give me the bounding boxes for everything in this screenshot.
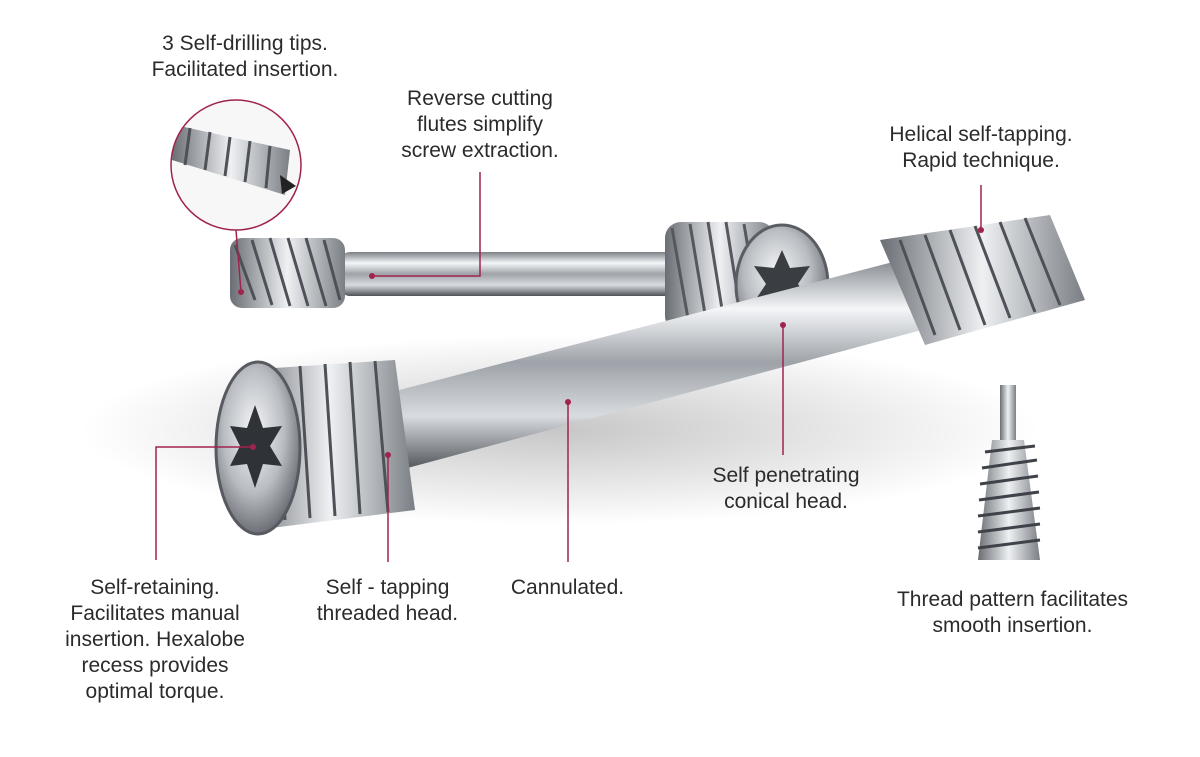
callout-line: Facilitates manual [70,602,240,625]
callout-line: threaded head. [316,602,459,625]
callout-line: Thread pattern facilitates [896,588,1129,611]
callout-self-tapping-head: Self - tapping threaded head. [300,575,475,627]
leader-self-retaining [155,446,253,560]
callout-line: Facilitated insertion. [151,58,339,81]
leader-reverse-cutting [372,172,481,277]
leader-drilling-tips [235,229,242,293]
drilling-tip-detail [170,99,302,231]
callout-line: Self penetrating [712,464,860,487]
front-screw [214,215,1085,536]
callout-line: Rapid technique. [902,149,1060,172]
callout-helical: Helical self-tapping. Rapid technique. [872,122,1090,174]
callout-self-retaining: Self-retaining. Facilitates manual inser… [55,575,255,705]
callout-line: 3 Self-drilling tips. [162,32,328,55]
back-screw-tip-threads [230,237,345,308]
callout-conical-head: Self penetrating conical head. [700,463,872,515]
front-screw-hexalobe-recess [230,405,282,488]
leader-lines [155,172,982,562]
callout-line: Self-retaining. [90,576,220,599]
callout-line: Helical self-tapping. [889,123,1073,146]
leader-dots [238,227,984,458]
back-screw-shaft [340,252,680,296]
callout-line: conical head. [724,490,848,513]
callout-cannulated: Cannulated. [500,575,635,601]
back-screw-hexalobe-recess [754,250,810,318]
callout-line: screw extraction. [401,139,559,162]
thread-pattern-detail [977,385,1041,560]
callout-line: insertion. Hexalobe [65,628,245,651]
front-screw-shaft [380,255,940,470]
front-screw-tip-threads [880,215,1085,345]
callout-reverse-cutting: Reverse cutting flutes simplify screw ex… [385,86,575,164]
callout-thread-pattern: Thread pattern facilitates smooth insert… [880,587,1145,639]
callout-line: Cannulated. [510,576,625,599]
callout-line: smooth insertion. [932,614,1093,637]
callout-line: Reverse cutting [407,87,553,110]
callout-line: recess provides [81,654,229,677]
callout-line: Self - tapping [325,576,450,599]
callout-line: flutes simplify [416,113,544,136]
callout-drilling-tips: 3 Self-drilling tips. Facilitated insert… [140,31,350,83]
callout-line: optimal torque. [85,680,225,703]
